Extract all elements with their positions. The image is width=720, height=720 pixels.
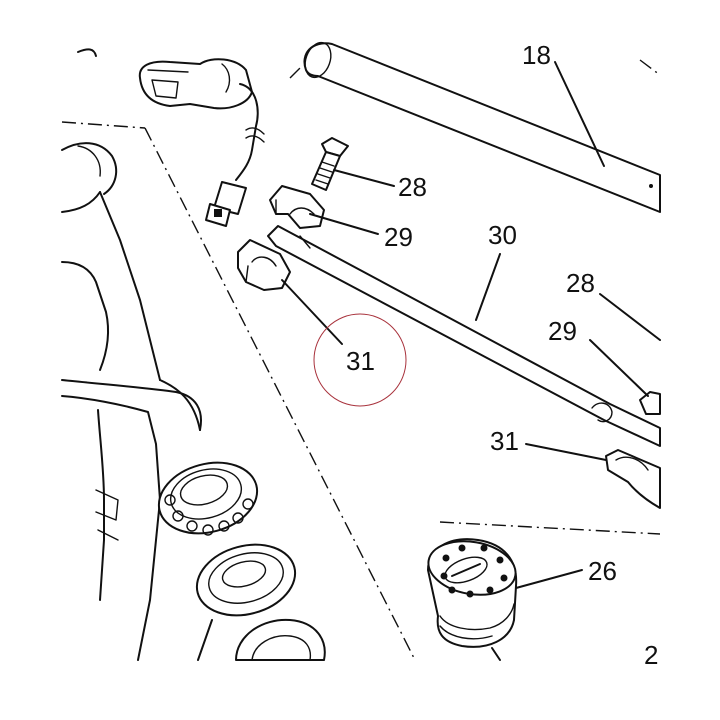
highlight-circle: [313, 313, 407, 407]
callout-29-left: 29: [384, 222, 413, 252]
block-31: [237, 239, 291, 291]
callout-26: 26: [588, 556, 617, 586]
callout-30: 30: [488, 220, 517, 250]
bolt-28: [311, 137, 349, 191]
callout-18: 18: [522, 40, 551, 70]
bearing: [157, 461, 259, 536]
right-clamp-group: [605, 391, 661, 509]
centerline-top-right: [639, 59, 661, 76]
tube-18: [303, 41, 661, 213]
centerline-diagonal: [144, 127, 416, 661]
frame-body: [61, 142, 202, 661]
callout-2-partial: 2: [644, 640, 658, 670]
seal-ring: [195, 543, 297, 617]
callout-31-right: 31: [490, 426, 519, 456]
lower-ring: [197, 618, 326, 661]
callout-29-right: 29: [548, 316, 577, 346]
callout-28-left: 28: [398, 172, 427, 202]
nut-26: [427, 538, 518, 661]
rod-30: [267, 225, 661, 447]
centerline-left-top: [61, 121, 146, 129]
centerline-right-bottom: [439, 521, 661, 535]
callout-28-right: 28: [566, 268, 595, 298]
clamp-29: [269, 185, 325, 229]
centerline-top-tick: [289, 67, 301, 79]
switch-connector: [77, 48, 265, 227]
leader-lines: [281, 61, 661, 589]
callout-31-left: 31: [346, 346, 375, 376]
